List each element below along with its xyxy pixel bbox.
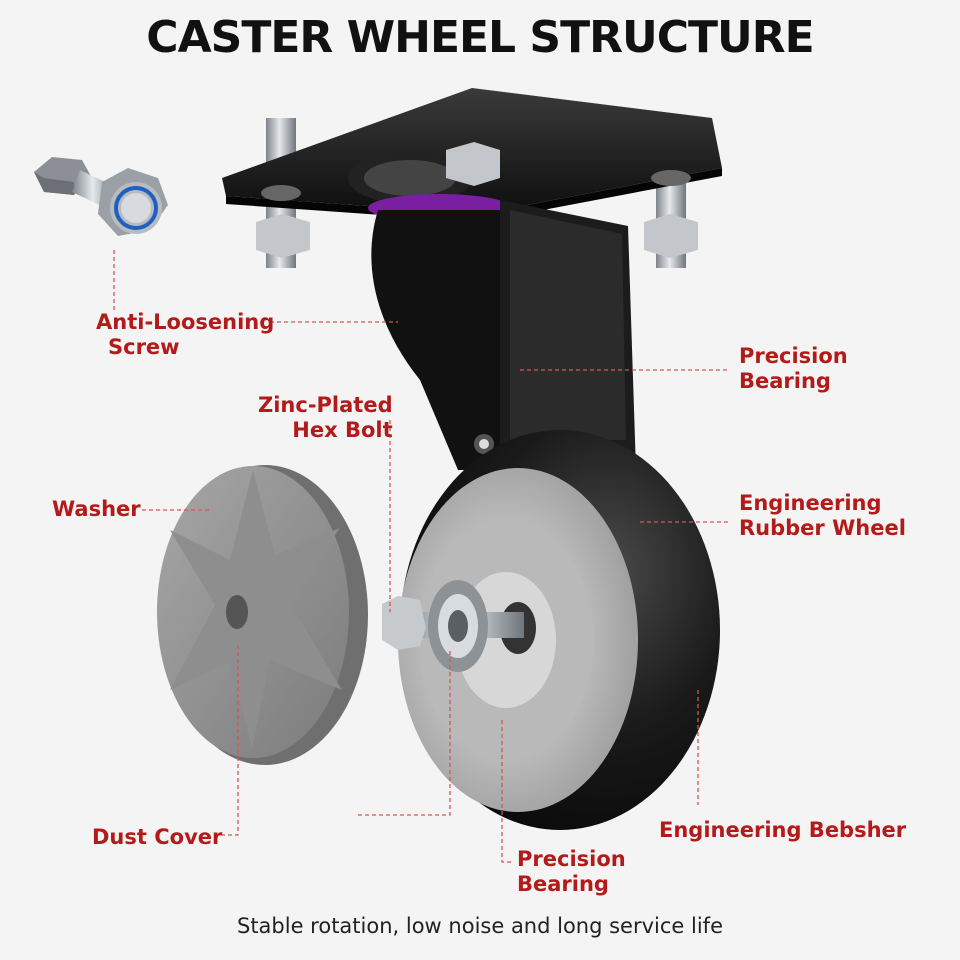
label-line: Bearing [739, 369, 831, 393]
label-line: Rubber Wheel [739, 516, 906, 540]
label-precision-bearing-bottom: Precision Bearing [517, 847, 626, 897]
footer-caption: Stable rotation, low noise and long serv… [236, 914, 723, 938]
label-engineering-bebsher: Engineering Bebsher [659, 818, 906, 843]
wheel-part [398, 430, 720, 830]
axle-bolt-part [382, 580, 524, 672]
label-line: Precision [517, 847, 626, 871]
leader-lines [113, 250, 730, 863]
anti-loosening-screw-part [34, 157, 168, 236]
label-engineering-rubber-wheel: Engineering Rubber Wheel [739, 491, 906, 541]
label-line: Anti-Loosening [96, 310, 275, 334]
label-anti-loosening-screw: Anti-Loosening Screw [96, 310, 274, 360]
leader-line-bearing-bottom-drop [501, 720, 512, 863]
leader-line-bearing-bottom [358, 648, 451, 816]
label-line: Engineering Bebsher [659, 818, 907, 842]
label-precision-bearing-top: Precision Bearing [739, 344, 848, 394]
label-dust-cover: Dust Cover [92, 825, 222, 850]
label-line: Engineering [739, 491, 882, 515]
label-line: Washer [52, 497, 141, 521]
washer-disc-part [157, 465, 368, 765]
label-washer: Washer [52, 497, 141, 522]
diagram-title: CASTER WHEEL STRUCTURE [146, 12, 814, 63]
leader-line-dust-cover [222, 645, 239, 836]
label-line: Hex Bolt [292, 418, 393, 442]
label-line: Screw [108, 335, 180, 359]
fork-bracket-part [368, 194, 636, 470]
label-line: Dust Cover [92, 825, 223, 849]
label-zinc-plated-hex-bolt: Zinc-Plated Hex Bolt [258, 393, 393, 443]
label-line: Bearing [517, 872, 609, 896]
label-line: Zinc-Plated [258, 393, 393, 417]
mounting-plate-part [222, 88, 722, 268]
label-line: Precision [739, 344, 848, 368]
